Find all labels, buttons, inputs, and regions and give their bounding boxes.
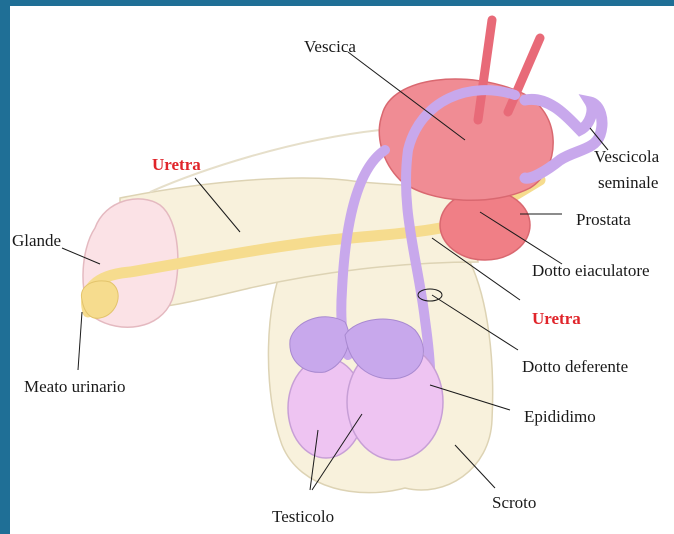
label-prostata: Prostata xyxy=(576,211,631,228)
leader-meato xyxy=(78,312,82,370)
label-vescicola-line1: Vescicola xyxy=(594,148,659,165)
label-dotto-eiaculatore: Dotto eiaculatore xyxy=(532,262,650,279)
label-dotto-deferente: Dotto deferente xyxy=(522,358,628,375)
label-meato-urinario: Meato urinario xyxy=(24,378,126,395)
label-epididimo: Epididimo xyxy=(524,408,596,425)
label-testicolo: Testicolo xyxy=(272,508,334,525)
label-vescicola-line2: seminale xyxy=(598,174,658,191)
label-uretra-top: Uretra xyxy=(152,156,201,173)
label-uretra-right: Uretra xyxy=(532,310,581,327)
label-vescica: Vescica xyxy=(304,38,356,55)
label-scroto: Scroto xyxy=(492,494,536,511)
label-glande: Glande xyxy=(12,232,61,249)
prostate-shape xyxy=(440,190,530,260)
diagram-panel: Vescica Vescicola seminale Uretra Glande… xyxy=(10,6,674,534)
